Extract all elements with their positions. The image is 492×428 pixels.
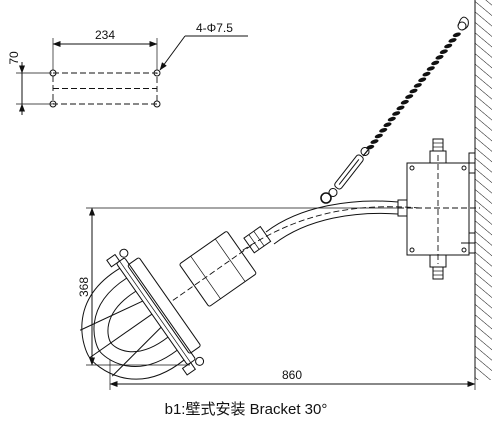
- rope-strand: [418, 77, 427, 83]
- width-dimension-label: 234: [95, 28, 115, 42]
- junction-box: [397, 138, 480, 280]
- rope-strand: [409, 88, 418, 94]
- rope-strand: [431, 60, 440, 66]
- hole-callout-label: 4-Φ7.5: [196, 21, 233, 35]
- rope-strand: [413, 83, 422, 88]
- fixture-length-dimension-label: 860: [282, 368, 302, 382]
- rope-strand: [400, 99, 409, 105]
- support-wire-rope: [320, 16, 469, 204]
- luminaire: [79, 225, 272, 380]
- hole-plan-drawing: 234 70 4-Φ7.5: [7, 21, 248, 115]
- fixture-dimensions: 368 860: [77, 207, 476, 390]
- mount-hole: [153, 100, 161, 108]
- rope-strand: [405, 94, 414, 99]
- turnbuckle: [328, 147, 370, 197]
- rope-strand: [366, 144, 375, 150]
- rope-strand: [396, 105, 405, 111]
- mount-hole: [49, 100, 57, 108]
- wall: [474, 0, 492, 380]
- bracket-arm: [239, 200, 421, 253]
- mount-hole: [49, 69, 57, 77]
- rope-strand: [370, 139, 379, 144]
- rope-strand: [444, 43, 453, 49]
- mount-hole: [153, 69, 161, 77]
- figure-caption: b1:壁式安装 Bracket 30°: [165, 401, 328, 418]
- rope-strand: [392, 111, 401, 116]
- rope-strand: [426, 66, 435, 71]
- rope-strand: [422, 71, 431, 77]
- height-dimension-label: 70: [7, 51, 21, 65]
- rope-strand: [439, 49, 448, 54]
- rope-strand: [374, 133, 383, 139]
- rope-strand: [383, 122, 392, 127]
- rope-strand: [452, 32, 461, 38]
- rope-strand: [448, 38, 457, 43]
- rope-strand: [387, 116, 396, 122]
- hole-callout-leader: [159, 35, 186, 71]
- rope-strand: [379, 128, 388, 133]
- rope-strand: [435, 55, 444, 60]
- fixture-height-dimension-label: 368: [77, 277, 91, 297]
